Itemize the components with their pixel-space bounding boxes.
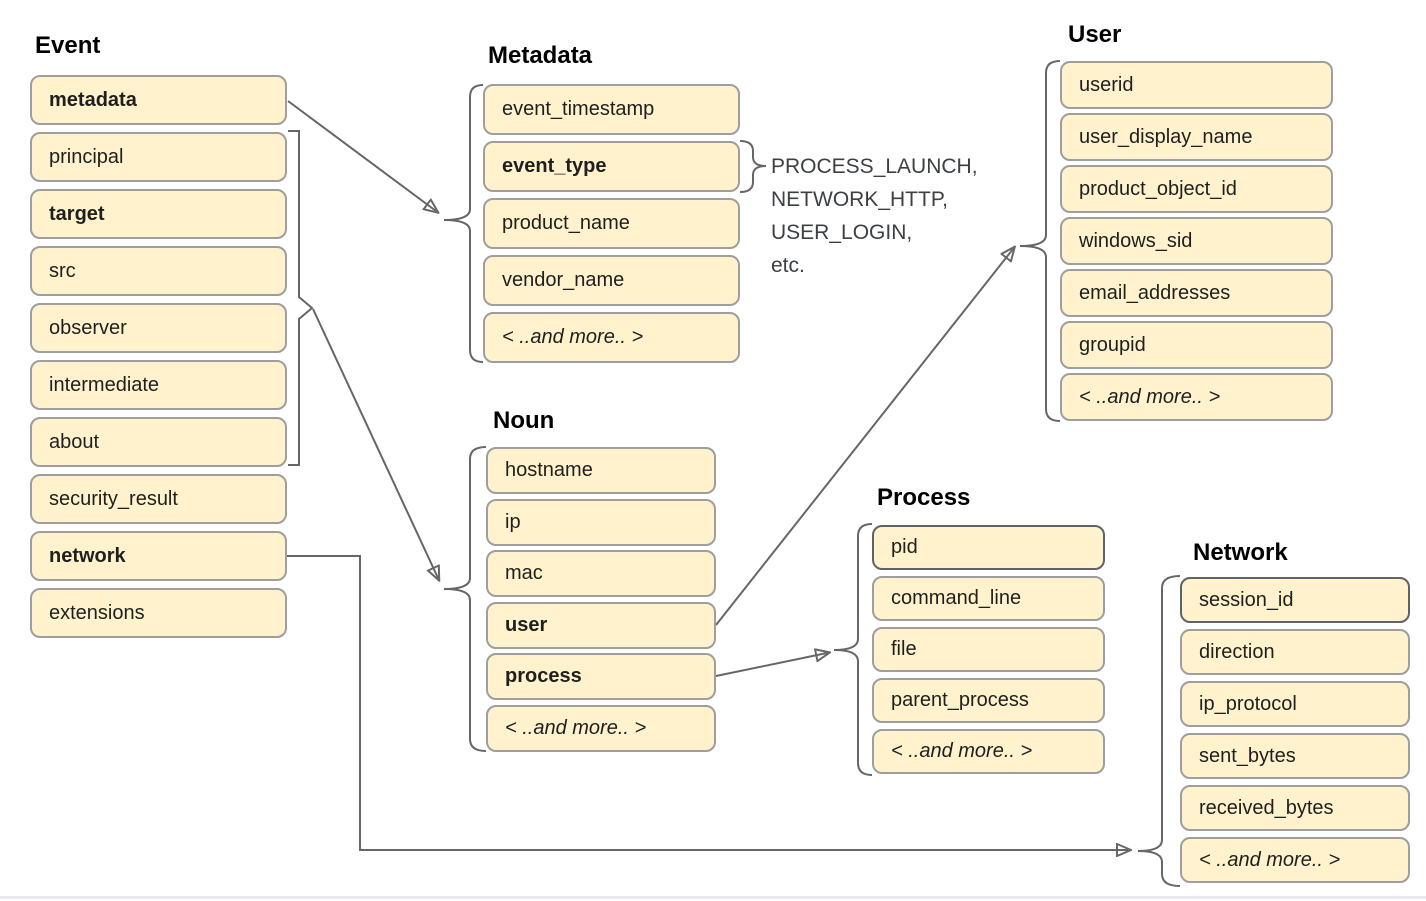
noun-brace bbox=[443, 446, 487, 752]
group-event-stack: metadata principal target src observer i… bbox=[30, 75, 287, 645]
group-user-title: User bbox=[1068, 21, 1122, 48]
field-metadata-and-more: < ..and more.. > bbox=[483, 312, 740, 363]
group-user-stack: userid user_display_name product_object_… bbox=[1060, 61, 1333, 425]
group-noun: Noun hostname ip mac user process < ..an… bbox=[486, 407, 716, 752]
arrow-network-to-network-group bbox=[287, 555, 1128, 850]
field-user-and-more: < ..and more.. > bbox=[1060, 373, 1333, 421]
event-type-value-line: PROCESS_LAUNCH, bbox=[771, 155, 978, 178]
field-principal: principal bbox=[30, 132, 287, 182]
field-command-line: command_line bbox=[872, 576, 1105, 621]
group-event-title: Event bbox=[35, 32, 101, 59]
event-type-value-line: etc. bbox=[771, 254, 805, 277]
group-noun-stack: hostname ip mac user process < ..and mor… bbox=[486, 447, 716, 756]
event-nouns-bracket bbox=[288, 130, 314, 466]
field-received-bytes: received_bytes bbox=[1180, 785, 1410, 831]
field-mac: mac bbox=[486, 550, 716, 597]
field-hostname: hostname bbox=[486, 447, 716, 494]
field-network: network bbox=[30, 531, 287, 581]
arrow-metadata-to-metadata-group bbox=[287, 100, 436, 211]
group-process: Process pid command_line file parent_pro… bbox=[872, 484, 1105, 774]
group-noun-title: Noun bbox=[493, 407, 555, 434]
field-target: target bbox=[30, 189, 287, 239]
field-event-type: event_type bbox=[483, 141, 740, 192]
group-user: User userid user_display_name product_ob… bbox=[1060, 21, 1333, 421]
field-network-and-more: < ..and more.. > bbox=[1180, 837, 1410, 883]
field-pid: pid bbox=[872, 525, 1105, 570]
field-groupid: groupid bbox=[1060, 321, 1333, 369]
field-product-name: product_name bbox=[483, 198, 740, 249]
field-about: about bbox=[30, 417, 287, 467]
event-type-values-note: PROCESS_LAUNCH, NETWORK_HTTP, USER_LOGIN… bbox=[771, 150, 978, 282]
field-ip-protocol: ip_protocol bbox=[1180, 681, 1410, 727]
field-parent-process: parent_process bbox=[872, 678, 1105, 723]
event-type-value-line: NETWORK_HTTP, bbox=[771, 188, 948, 211]
field-intermediate: intermediate bbox=[30, 360, 287, 410]
metadata-brace bbox=[443, 84, 484, 363]
network-brace bbox=[1137, 575, 1181, 887]
field-user-display-name: user_display_name bbox=[1060, 113, 1333, 161]
field-sent-bytes: sent_bytes bbox=[1180, 733, 1410, 779]
field-file: file bbox=[872, 627, 1105, 672]
field-direction: direction bbox=[1180, 629, 1410, 675]
field-vendor-name: vendor_name bbox=[483, 255, 740, 306]
user-brace bbox=[1019, 60, 1061, 422]
group-network-stack: session_id direction ip_protocol sent_by… bbox=[1180, 577, 1410, 889]
field-event-timestamp: event_timestamp bbox=[483, 84, 740, 135]
field-observer: observer bbox=[30, 303, 287, 353]
process-brace bbox=[833, 523, 873, 776]
field-ip: ip bbox=[486, 498, 716, 546]
field-noun-and-more: < ..and more.. > bbox=[486, 704, 716, 752]
group-network-title: Network bbox=[1193, 539, 1288, 566]
field-process: process bbox=[486, 653, 716, 700]
field-process-and-more: < ..and more.. > bbox=[872, 729, 1105, 774]
group-metadata-title: Metadata bbox=[488, 42, 593, 69]
event-type-enum-brace bbox=[739, 140, 767, 193]
group-process-title: Process bbox=[877, 484, 971, 511]
field-security-result: security_result bbox=[30, 474, 287, 524]
field-src: src bbox=[30, 246, 287, 296]
field-metadata: metadata bbox=[30, 75, 287, 125]
group-metadata-stack: event_timestamp event_type product_name … bbox=[483, 84, 740, 369]
event-type-value-line: USER_LOGIN, bbox=[771, 221, 913, 244]
field-windows-sid: windows_sid bbox=[1060, 217, 1333, 265]
field-product-object-id: product_object_id bbox=[1060, 165, 1333, 213]
arrow-process-to-process-group bbox=[715, 653, 827, 677]
group-process-stack: pid command_line file parent_process < .… bbox=[872, 525, 1105, 780]
field-session-id: session_id bbox=[1180, 577, 1410, 623]
field-user: user bbox=[486, 601, 716, 649]
group-metadata: Metadata event_timestamp event_type prod… bbox=[483, 42, 740, 363]
field-userid: userid bbox=[1060, 61, 1333, 109]
group-network: Network session_id direction ip_protocol… bbox=[1180, 539, 1410, 883]
group-event: Event metadata principal target src obse… bbox=[30, 32, 287, 638]
field-email-addresses: email_addresses bbox=[1060, 269, 1333, 317]
field-extensions: extensions bbox=[30, 588, 287, 638]
arrow-bracket-to-noun-group bbox=[312, 308, 438, 578]
arrow-user-to-user-group bbox=[715, 249, 1013, 626]
bottom-divider-line bbox=[0, 896, 1426, 899]
